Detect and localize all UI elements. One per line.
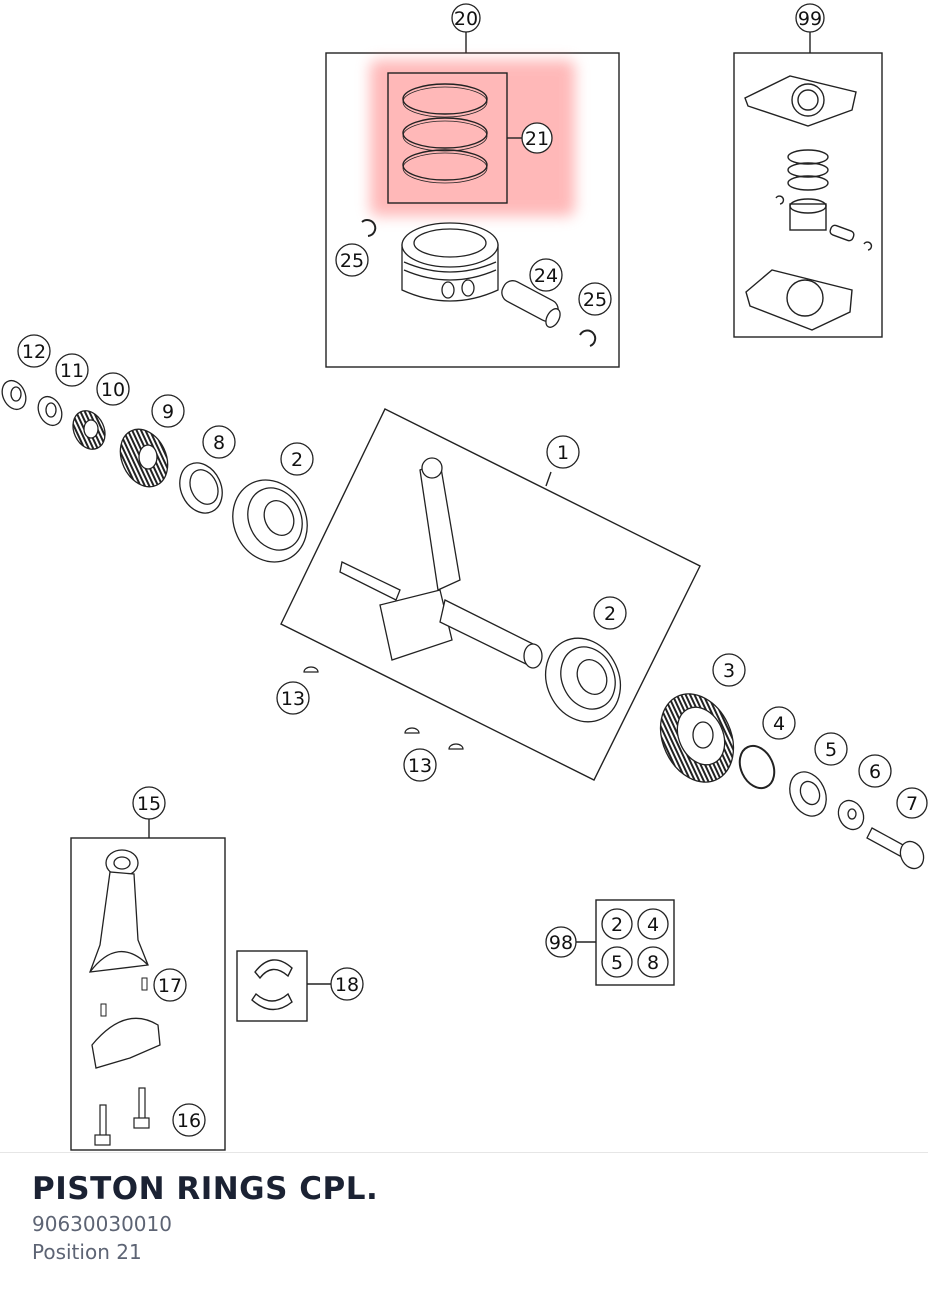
svg-text:20: 20 [454,8,478,30]
callout-18[interactable]: 18 [330,967,364,1001]
connecting-rod-15[interactable] [89,849,149,973]
bearing-2-right[interactable] [532,626,634,734]
kit-98-item-8[interactable]: 8 [637,946,669,978]
callout-5[interactable]: 5 [814,732,848,766]
ring-4[interactable] [733,740,781,793]
svg-text:13: 13 [408,755,432,777]
selected-part-panel: PISTON RINGS CPL. 90630030010 Position 2… [0,1152,928,1291]
washer-6[interactable] [834,796,868,833]
svg-text:4: 4 [773,713,785,735]
callout-3[interactable]: 3 [712,653,746,687]
callout-2-left[interactable]: 2 [280,442,314,476]
callout-25-left[interactable]: 25 [335,243,369,277]
svg-text:9: 9 [162,401,174,423]
svg-text:8: 8 [647,952,659,974]
svg-text:16: 16 [177,1110,201,1132]
svg-text:18: 18 [335,974,359,996]
svg-text:24: 24 [534,265,558,287]
piston-pin-24[interactable] [498,277,563,329]
part-position: Position 21 [32,1240,142,1264]
gear-3[interactable] [647,682,748,794]
svg-text:98: 98 [549,932,573,954]
sleeve-17[interactable] [141,977,148,991]
callout-98[interactable]: 98 [545,926,577,958]
callout-12[interactable]: 12 [17,334,51,368]
washer-11[interactable] [34,393,67,429]
callout-7[interactable]: 7 [896,787,928,819]
svg-text:6: 6 [869,761,881,783]
crankshaft-box [280,408,701,781]
callout-11[interactable]: 11 [55,353,89,387]
svg-text:21: 21 [525,128,549,150]
svg-text:7: 7 [906,793,918,815]
kit-98-item-2[interactable]: 2 [601,908,633,940]
svg-text:2: 2 [611,914,623,936]
bearing-2-left[interactable] [220,468,321,575]
circlip-25-left[interactable] [361,219,377,237]
part-number: 90630030010 [32,1212,172,1236]
nut-5[interactable] [783,766,833,822]
gear-9[interactable] [111,422,176,495]
kit-98-item-4[interactable]: 4 [637,908,669,940]
callout-9[interactable]: 9 [151,394,185,428]
piston[interactable] [401,222,499,302]
bolt-7[interactable] [866,827,928,872]
svg-text:4: 4 [647,914,659,936]
svg-text:17: 17 [158,975,182,997]
svg-text:3: 3 [723,660,735,682]
svg-text:5: 5 [611,952,623,974]
piston-rings-21[interactable] [387,72,522,204]
svg-text:13: 13 [281,688,305,710]
svg-text:2: 2 [291,449,303,471]
callout-1[interactable]: 1 [546,435,580,469]
svg-text:99: 99 [798,8,822,30]
callout-8[interactable]: 8 [202,425,236,459]
callout-16[interactable]: 16 [172,1103,206,1137]
callout-13-left[interactable]: 13 [276,681,310,715]
crankshaft[interactable] [339,457,543,669]
callout-17[interactable]: 17 [153,968,187,1002]
callout-13-right[interactable]: 13 [403,748,437,782]
svg-text:5: 5 [825,739,837,761]
group-99-box [733,32,883,338]
svg-text:12: 12 [22,341,46,363]
callout-4[interactable]: 4 [762,706,796,740]
callout-15[interactable]: 15 [132,786,166,820]
gear-10[interactable] [67,406,111,455]
svg-text:10: 10 [101,379,125,401]
callout-21[interactable]: 21 [521,122,553,154]
callout-2-right[interactable]: 2 [593,596,627,630]
svg-text:11: 11 [60,360,84,382]
callout-25-right[interactable]: 25 [578,282,612,316]
rod-bolts-16[interactable] [94,1087,150,1146]
svg-text:15: 15 [137,793,161,815]
svg-text:25: 25 [583,289,607,311]
callout-6[interactable]: 6 [858,754,892,788]
callout-99[interactable]: 99 [795,3,825,33]
svg-text:2: 2 [604,603,616,625]
bearing-shells-18[interactable] [236,950,334,1022]
svg-text:25: 25 [340,250,364,272]
group-20-box [325,32,620,368]
kit-98-box [576,899,675,986]
svg-text:8: 8 [213,432,225,454]
exploded-parts-diagram: 20 99 21 25 24 25 12 11 10 9 8 2 1 2 13 … [0,3,928,1151]
kit-98-item-5[interactable]: 5 [601,946,633,978]
callout-24[interactable]: 24 [529,258,563,292]
callout-10[interactable]: 10 [96,372,130,406]
callout-20[interactable]: 20 [451,3,481,33]
circlip-25-right[interactable] [579,329,597,347]
rod-cap[interactable] [91,1017,161,1069]
svg-text:1: 1 [557,442,569,464]
part-title: PISTON RINGS CPL. [32,1171,379,1207]
nut-12[interactable] [0,377,30,413]
sleeve-17b[interactable] [100,1003,107,1017]
keys-13[interactable] [303,666,464,750]
seal-8[interactable] [172,456,230,520]
group-15-box [70,818,226,1151]
